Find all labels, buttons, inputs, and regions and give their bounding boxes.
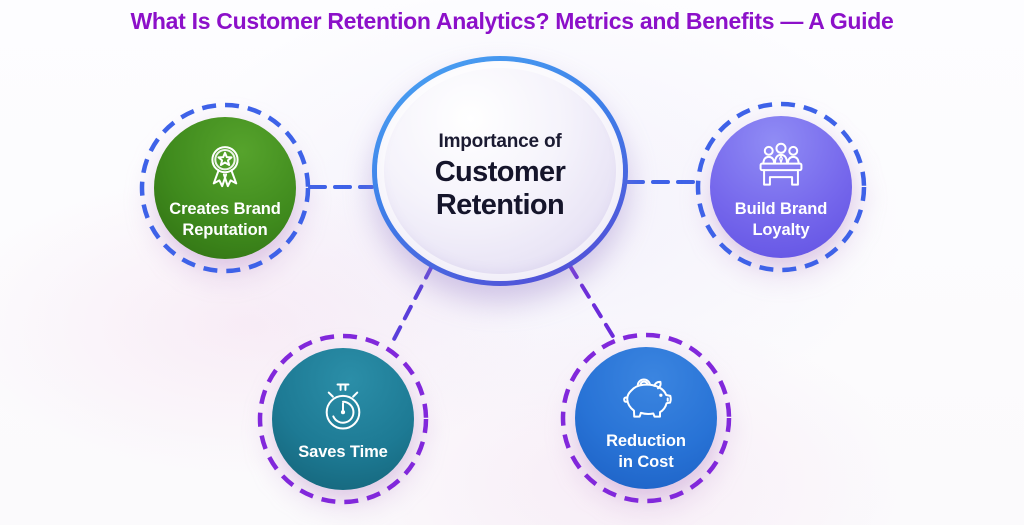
dashed-ring <box>139 102 311 274</box>
node-label-line1: Creates Brand <box>169 200 281 219</box>
node-label: Build Brand Loyalty <box>734 199 828 239</box>
page-title: What Is Customer Retention Analytics? Me… <box>130 8 894 34</box>
central-title-line2: Retention <box>435 188 565 221</box>
central-title-line1: Customer <box>434 156 566 189</box>
node-label-line2: in Cost <box>618 452 674 471</box>
node-build-brand-loyalty: Build Brand Loyalty <box>695 101 867 273</box>
node-circle: Saves Time <box>272 348 414 490</box>
node-label-line2: Reputation <box>182 220 268 239</box>
central-node-face: Importance of Customer Retention <box>377 61 623 281</box>
node-label: Creates Brand Reputation <box>169 199 281 239</box>
node-circle: Reduction in Cost <box>575 347 717 489</box>
piggy-bank-icon <box>615 368 677 426</box>
team-table-icon <box>753 138 809 194</box>
dashed-ring <box>560 332 732 504</box>
central-subtitle: Importance of <box>438 131 562 153</box>
central-node: Importance of Customer Retention <box>372 56 628 286</box>
node-saves-time: Saves Time <box>257 333 429 505</box>
node-circle: Build Brand Loyalty <box>710 116 852 258</box>
node-label-line1: Build Brand <box>734 200 828 219</box>
node-label-line1: Saves Time <box>298 443 388 462</box>
node-label: Reduction in Cost <box>606 431 686 471</box>
node-creates-brand-reputation: Creates Brand Reputation <box>139 102 311 274</box>
stopwatch-icon <box>314 379 372 437</box>
award-ribbon-icon <box>198 140 252 194</box>
node-label-line1: Reduction <box>606 432 686 451</box>
dashed-ring <box>257 333 429 505</box>
node-circle: Creates Brand Reputation <box>154 117 296 259</box>
dashed-ring <box>695 101 867 273</box>
node-label-line2: Loyalty <box>752 220 810 239</box>
node-label: Saves Time <box>298 442 388 462</box>
connector-bottom-right <box>568 264 616 340</box>
node-reduction-in-cost: Reduction in Cost <box>560 332 732 504</box>
